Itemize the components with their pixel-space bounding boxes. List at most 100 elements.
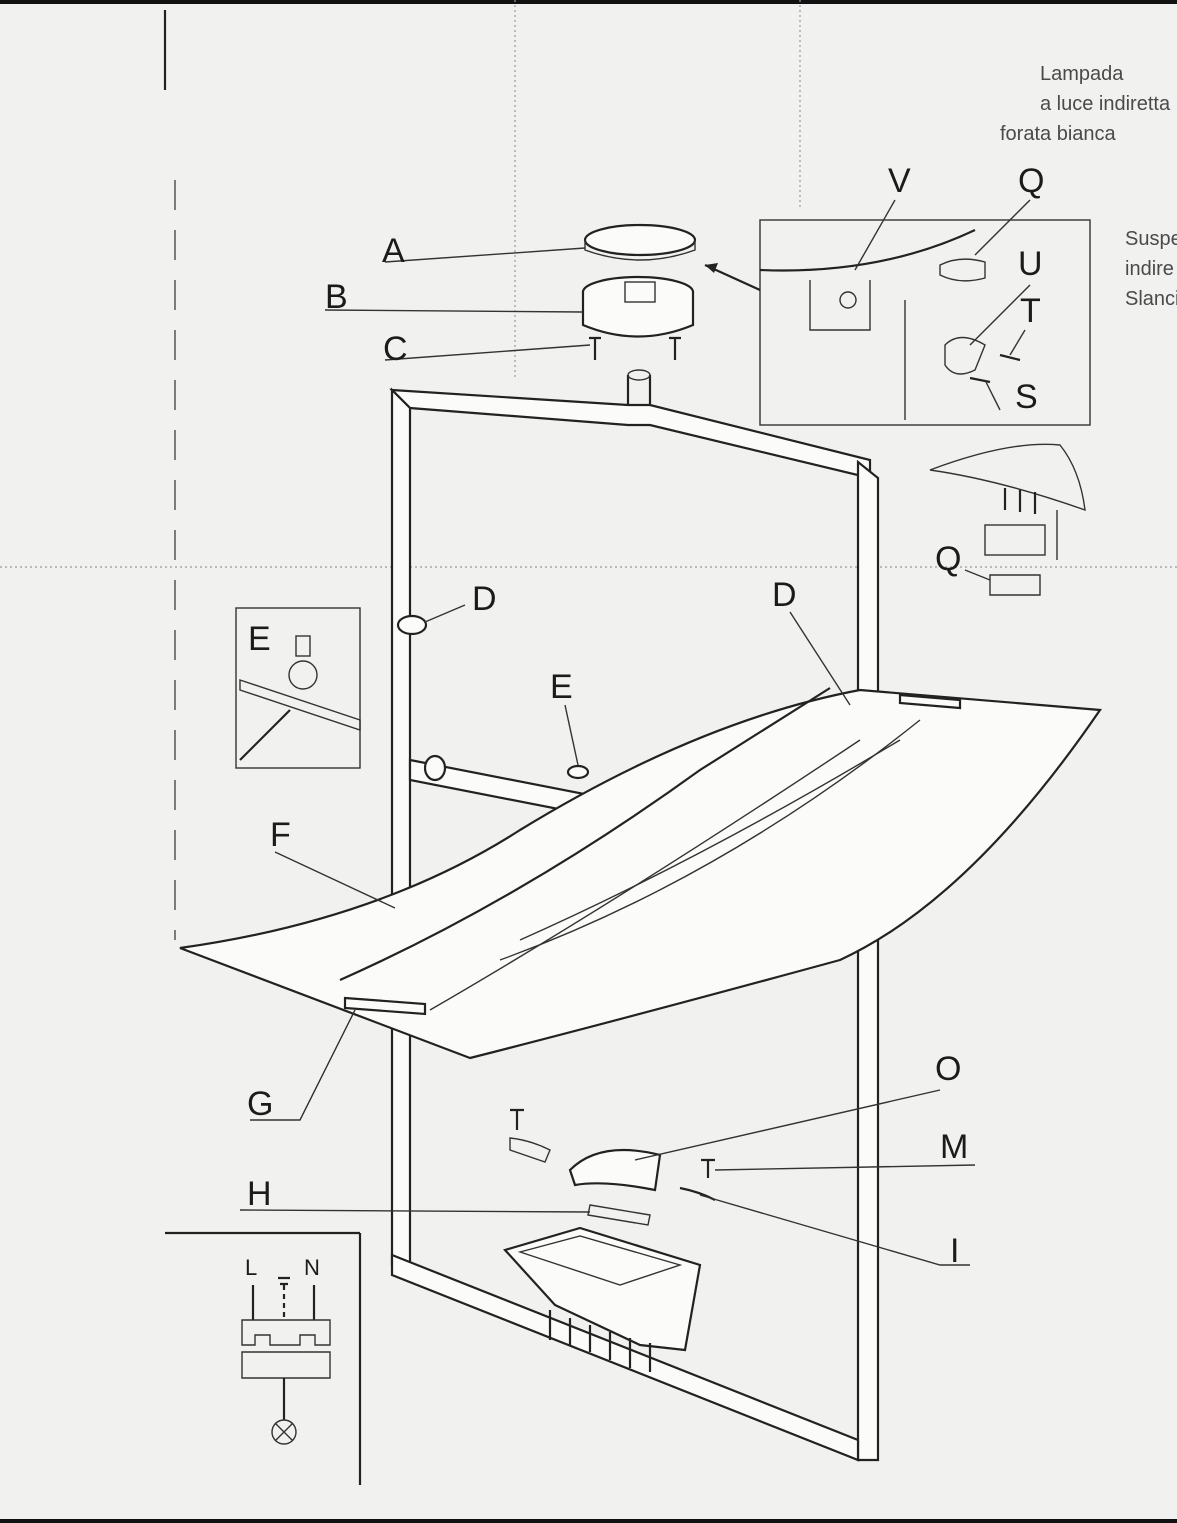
label-h: H: [247, 1175, 272, 1213]
wiring-diagram: L N: [165, 1231, 362, 1485]
leader-o: [634, 1089, 941, 1161]
leader-h: [239, 1209, 591, 1213]
wiring-label-l: L: [245, 1255, 257, 1280]
clamp-inset-frame: [235, 607, 361, 769]
inset-screw-s: [969, 376, 991, 384]
diffuser-curve-2: [499, 719, 921, 961]
leader-d-right: [789, 611, 851, 706]
frame-left-upright: [390, 387, 412, 1267]
inset-bracket: [809, 280, 871, 331]
canopy-cup-b-body: [581, 292, 695, 338]
frame-bottom-rail: [390, 1253, 860, 1462]
leader-t: [1009, 329, 1026, 356]
bracket-left: [509, 1137, 551, 1163]
socket-top: [517, 1235, 683, 1286]
terminal-block: [984, 524, 1046, 556]
clamp-screw-e: [295, 635, 311, 657]
diffuser-curve: [519, 739, 901, 941]
socket-fins: [548, 1310, 652, 1372]
joint-crossbar-left: [423, 754, 447, 782]
label-c: C: [383, 330, 408, 368]
earth-symbol: [278, 1276, 290, 1286]
leader-e-mid: [564, 704, 579, 766]
screw-top: [510, 1108, 524, 1130]
wiring-label-n: N: [304, 1255, 320, 1280]
arrow-head: [705, 263, 718, 273]
leader-f: [274, 851, 396, 909]
label-f: F: [270, 816, 291, 854]
callout-labels: A B C V Q U T S Q D D E E F G O M I H: [247, 162, 1044, 1270]
canopy-detail-inset: [704, 219, 1091, 426]
label-o: O: [935, 1050, 961, 1088]
canopy-stem-top: [627, 369, 651, 381]
leader-d-left: [424, 604, 466, 623]
canopy-cover-a: [583, 223, 697, 257]
terminal-block-lower: [241, 1351, 331, 1379]
terminal-block-q: [989, 574, 1041, 596]
callout-leaders: [239, 199, 1031, 1266]
label-d-right: D: [772, 576, 797, 614]
lamp-symbol-cross: [274, 1422, 294, 1442]
label-s: S: [1015, 378, 1038, 416]
diffuser-panel-f: [179, 688, 1102, 1060]
canopy-stem: [626, 375, 652, 405]
label-e-inset: E: [248, 620, 271, 658]
leader-v: [854, 199, 896, 271]
joint-d-left: [396, 614, 428, 636]
background-text-top-right: Lampada a luce indiretta forata bianca: [1000, 63, 1171, 145]
screw-m: [701, 1158, 715, 1178]
label-e-mid: E: [550, 668, 573, 706]
clamp-detail-inset: [235, 607, 361, 769]
frame-right-upright: [856, 459, 880, 1462]
lamp-cover-o: [568, 1148, 662, 1192]
label-v: V: [888, 162, 911, 200]
bg-text-line: forata bianca: [1000, 123, 1117, 145]
ceiling-canopy: [581, 223, 697, 405]
label-q-bottom: Q: [935, 540, 961, 578]
label-d-left: D: [472, 580, 497, 618]
leader-q-bottom: [964, 569, 991, 581]
leader-b: [324, 309, 584, 313]
lamp-tube-h: [587, 1204, 651, 1226]
leader-u: [969, 284, 1031, 346]
diffuser-panel: [179, 687, 1102, 1060]
top-rod: [898, 693, 962, 710]
leader-m: [714, 1164, 976, 1171]
clamp-spring: [239, 709, 291, 761]
label-t: T: [1020, 292, 1041, 330]
leader-q-top: [974, 199, 1031, 256]
socket-housing: [503, 1226, 702, 1352]
label-a: A: [382, 232, 405, 270]
leader-i: [699, 1194, 970, 1266]
canopy-bracket: [624, 281, 656, 303]
bottom-rod-g: [343, 996, 427, 1016]
terminal-cover: [929, 443, 1086, 512]
leader-a: [384, 247, 586, 263]
label-q-top: Q: [1018, 162, 1044, 200]
bg-text-line: Suspe: [1125, 228, 1177, 250]
joint-e-1: [566, 764, 590, 780]
screw-c-right: [669, 336, 681, 360]
label-u: U: [1018, 245, 1043, 283]
terminal-block-upper: [241, 1319, 331, 1346]
diffuser-fold: [339, 687, 831, 982]
label-b: B: [325, 278, 348, 316]
bg-text-line: a luce indiretta: [1040, 93, 1171, 115]
bg-text-line: Slanci: [1125, 288, 1177, 310]
terminal-block-inset: [929, 443, 1086, 596]
inset-terminal-q: [939, 258, 986, 282]
label-g: G: [247, 1085, 273, 1123]
label-m: M: [940, 1128, 968, 1166]
inset-canopy-edge: [759, 229, 976, 272]
clamp-rod: [239, 679, 361, 731]
clamp-body: [288, 660, 318, 690]
screw-c-left: [589, 336, 601, 360]
inset-frame-top: [759, 219, 1091, 426]
bg-text-line: indire: [1125, 258, 1174, 280]
inset-bracket-hole: [839, 291, 857, 309]
bg-text-line: Lampada: [1040, 63, 1124, 85]
leader-c: [384, 344, 591, 361]
inset-screw-t: [999, 353, 1021, 362]
lamp-symbol: [271, 1419, 297, 1445]
